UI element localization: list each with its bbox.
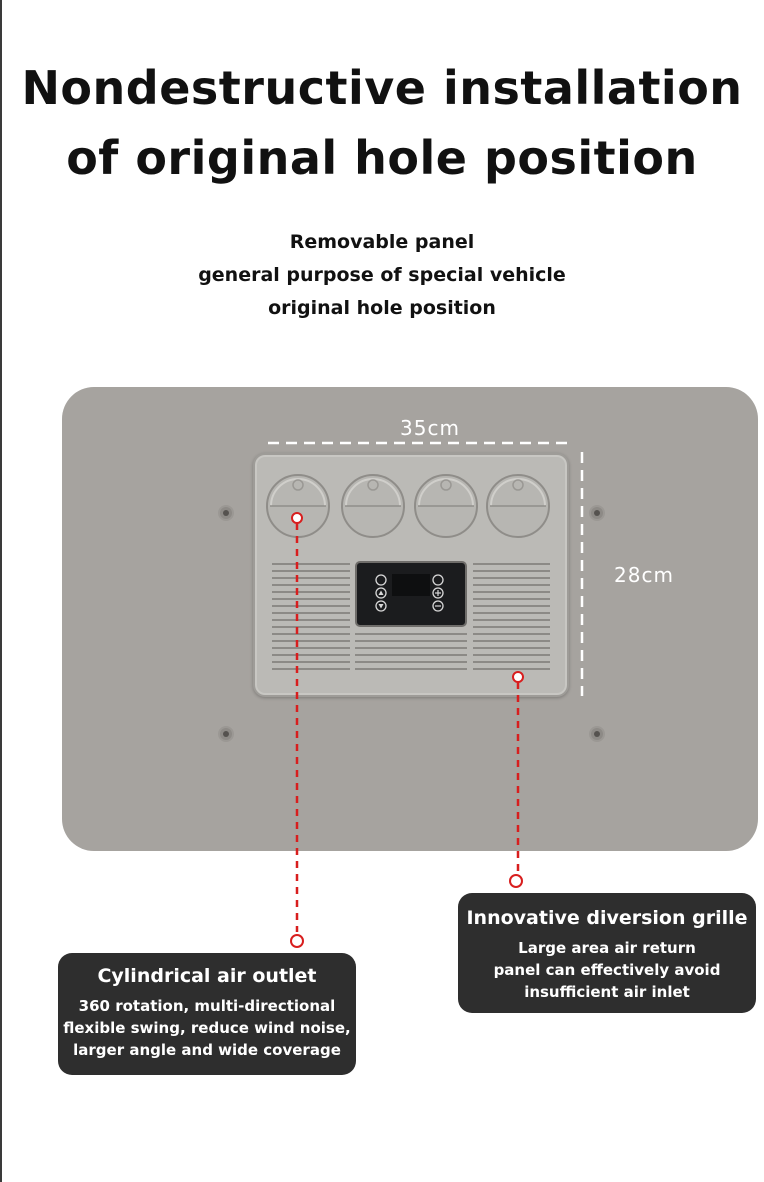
headline-line-1: Nondestructive installation [21,61,743,115]
return-grilles [272,563,550,670]
callout-diversion-grille-title: Innovative diversion grille [466,907,748,929]
callout-air-outlet-line-3: larger angle and wide coverage [73,1041,341,1059]
headline-line-2: of original hole position [66,131,698,185]
callout-air-outlet-title: Cylindrical air outlet [97,965,317,987]
power-button-icon [375,574,387,586]
up-button-icon [375,587,387,599]
grille-center [355,633,467,670]
callout-diversion-grille-line-1: Large area air return [518,939,696,957]
leader-line-air-outlet [290,512,304,948]
subheading-line-3: original hole position [268,297,496,319]
height-dimension-label: 28cm [614,563,674,587]
control-panel [355,561,467,627]
callout-diversion-grille-line-2: panel can effectively avoid [493,961,721,979]
mode-button-icon [432,574,444,586]
air-outlet-2 [341,474,405,538]
air-outlet-1 [266,474,330,538]
width-dimension-label: 35cm [400,416,460,440]
grille-left [272,563,350,670]
down-button-icon [375,600,387,612]
plus-button-icon [432,587,444,599]
callout-air-outlet-line-2: flexible swing, reduce wind noise, [63,1019,351,1037]
callout-diversion-grille: Innovative diversion grille Large area a… [458,893,756,1013]
screw-holes [218,505,605,742]
leader-line-diversion-grille [509,671,524,888]
air-outlet-3 [414,474,478,538]
minus-button-icon [432,600,444,612]
left-edge-line [0,0,2,1182]
callout-diversion-grille-line-3: insufficient air inlet [524,983,690,1001]
air-outlets [266,474,550,538]
subheading-line-1: Removable panel [289,231,475,253]
callout-air-outlet: Cylindrical air outlet 360 rotation, mul… [58,953,356,1075]
grille-right [473,563,550,670]
subheading-line-2: general purpose of special vehicle [198,264,566,286]
callout-air-outlet-line-1: 360 rotation, multi-directional [78,997,336,1015]
air-outlet-4 [486,474,550,538]
